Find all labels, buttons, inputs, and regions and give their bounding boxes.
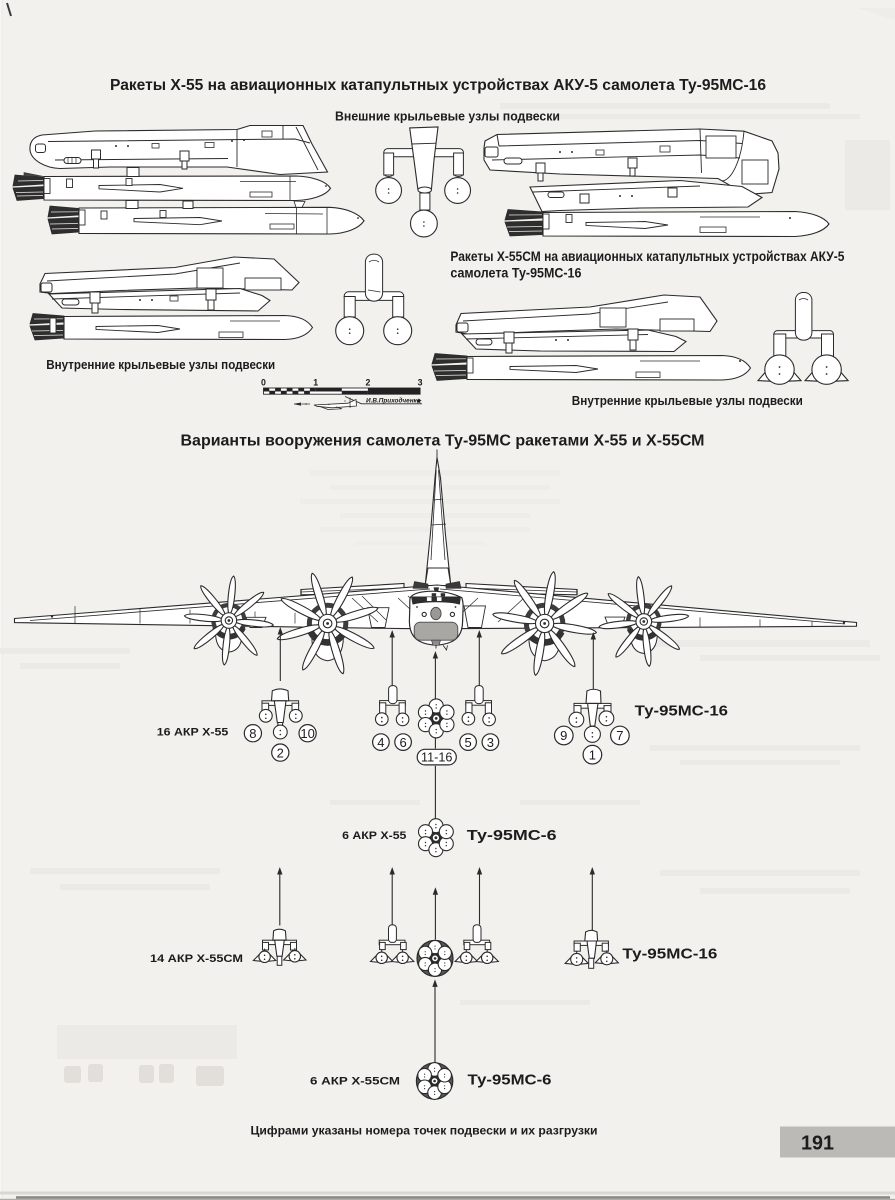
svg-text:1: 1 — [313, 378, 318, 388]
svg-text:9: 9 — [560, 728, 567, 743]
svg-text:И.В.Приходченко: И.В.Приходченко — [366, 397, 421, 405]
svg-text:10: 10 — [300, 726, 314, 741]
svg-text:6 АКР Х-55СМ: 6 АКР Х-55СМ — [310, 1076, 400, 1088]
svg-text:16 АКР Х-55: 16 АКР Х-55 — [157, 727, 229, 739]
svg-text:2: 2 — [365, 378, 370, 388]
svg-text:7: 7 — [616, 728, 623, 743]
svg-text:11-16: 11-16 — [421, 750, 452, 764]
svg-text:Ракеты Х-55 на авиационных кат: Ракеты Х-55 на авиационных катапультных … — [110, 77, 766, 94]
svg-text:0: 0 — [261, 378, 266, 388]
svg-text:6 АКР Х-55: 6 АКР Х-55 — [342, 830, 406, 842]
svg-text:1: 1 — [589, 747, 596, 762]
svg-text:Ту-95МС-6: Ту-95МС-6 — [467, 828, 557, 844]
svg-text:Ту-95МС-6: Ту-95МС-6 — [468, 1073, 552, 1089]
svg-text:самолета Ту-95МС-16: самолета Ту-95МС-16 — [450, 266, 581, 281]
svg-text:★: ★ — [416, 397, 423, 406]
svg-text:3: 3 — [418, 378, 423, 388]
svg-text:8: 8 — [249, 726, 256, 741]
svg-text:Цифрами указаны номера точек п: Цифрами указаны номера точек подвески и … — [251, 1125, 598, 1138]
svg-text:3: 3 — [487, 735, 494, 750]
svg-text:5: 5 — [464, 735, 471, 750]
svg-text:6: 6 — [399, 735, 406, 750]
svg-text:2: 2 — [277, 745, 284, 760]
svg-text:4: 4 — [377, 735, 384, 750]
svg-text:Ту-95МС-16: Ту-95МС-16 — [622, 947, 717, 963]
svg-text:14 АКР Х-55СМ: 14 АКР Х-55СМ — [150, 953, 243, 965]
svg-text:Внутренние крыльевые узлы подв: Внутренние крыльевые узлы подвески — [46, 358, 275, 372]
svg-text:Внутренние крыльевые узлы подв: Внутренние крыльевые узлы подвески — [572, 394, 803, 408]
svg-text:Ту-95МС-16: Ту-95МС-16 — [635, 704, 728, 720]
svg-text:Внешние крыльевые узлы подвеск: Внешние крыльевые узлы подвески — [335, 110, 560, 124]
svg-text:Варианты вооружения самолета Т: Варианты вооружения самолета Ту-95МС рак… — [181, 433, 705, 450]
svg-text:Ракеты Х-55СМ на авиационных к: Ракеты Х-55СМ на авиационных катапультны… — [450, 249, 844, 264]
svg-text:191: 191 — [801, 1132, 834, 1155]
